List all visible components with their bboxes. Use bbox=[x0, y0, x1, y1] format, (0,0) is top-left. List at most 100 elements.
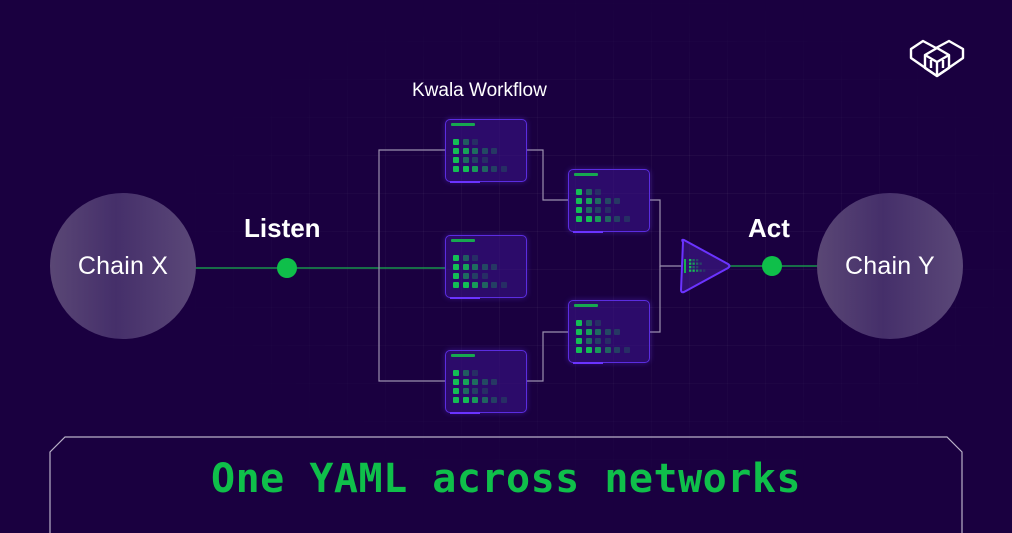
merge-cell bbox=[689, 269, 692, 272]
chain-x-node: Chain X bbox=[50, 193, 196, 339]
node-cell bbox=[576, 198, 582, 204]
node-cell bbox=[491, 282, 497, 288]
node-edge-accent bbox=[450, 181, 480, 183]
triangle-merge-icon bbox=[680, 238, 731, 294]
wire-node3-node5 bbox=[526, 331, 569, 382]
node-cell bbox=[614, 347, 620, 353]
workflow-title: Kwala Workflow bbox=[412, 80, 547, 101]
node-cell bbox=[462, 148, 469, 154]
workflow-node bbox=[445, 350, 527, 414]
node-header-bar bbox=[574, 304, 598, 307]
node-cell bbox=[614, 198, 620, 204]
node-cell bbox=[585, 338, 592, 344]
node-cell bbox=[491, 166, 497, 172]
wire-fanout bbox=[378, 149, 446, 382]
listen-dot bbox=[277, 258, 297, 278]
node-cell bbox=[623, 347, 630, 353]
act-dot bbox=[762, 256, 782, 276]
node-cell bbox=[576, 329, 582, 335]
merge-cell bbox=[692, 269, 695, 272]
chain-y-label: Chain Y bbox=[845, 251, 935, 280]
node-cell bbox=[595, 216, 601, 222]
merge-cell bbox=[699, 269, 702, 272]
workflow-node bbox=[445, 235, 527, 299]
node-cell bbox=[481, 388, 488, 394]
node-cell bbox=[595, 347, 601, 353]
node-cell bbox=[585, 198, 592, 204]
chain-x-label: Chain X bbox=[77, 251, 169, 280]
node-cell bbox=[604, 329, 611, 335]
node-header-bar bbox=[451, 354, 475, 357]
node-cell bbox=[604, 198, 611, 204]
node-cell bbox=[595, 189, 601, 195]
node-cell bbox=[576, 189, 582, 195]
chain-y-node: Chain Y bbox=[817, 193, 963, 339]
node-cell bbox=[472, 273, 478, 279]
act-label: Act bbox=[748, 213, 790, 243]
node-cell bbox=[481, 273, 488, 279]
merge-cell bbox=[689, 262, 692, 265]
node-cell bbox=[453, 255, 459, 261]
node-cell bbox=[462, 139, 469, 145]
node-cell bbox=[595, 338, 601, 344]
merge-cell bbox=[696, 259, 699, 262]
node-cell bbox=[585, 207, 592, 213]
node-cell bbox=[453, 157, 459, 163]
wire-node5-merge bbox=[650, 266, 661, 333]
node-cell bbox=[614, 329, 620, 335]
node-cell bbox=[500, 282, 507, 288]
node-cell bbox=[462, 273, 469, 279]
node-cell bbox=[481, 148, 488, 154]
workflow-node bbox=[568, 300, 650, 364]
node-cell bbox=[472, 379, 478, 385]
merge-cell bbox=[692, 262, 695, 265]
node-cell bbox=[472, 388, 478, 394]
node-cell bbox=[576, 216, 582, 222]
node-cell bbox=[604, 347, 611, 353]
node-cell bbox=[481, 282, 488, 288]
node-cell bbox=[500, 166, 507, 172]
node-cell bbox=[453, 148, 459, 154]
node-cell bbox=[472, 157, 478, 163]
node-cell bbox=[481, 397, 488, 403]
node-cell bbox=[585, 329, 592, 335]
node-cell bbox=[453, 282, 459, 288]
node-cell bbox=[604, 207, 611, 213]
node-cell bbox=[472, 397, 478, 403]
wire-node4-merge bbox=[650, 199, 681, 267]
node-cell bbox=[462, 166, 469, 172]
merge-cell bbox=[689, 266, 692, 269]
node-cell bbox=[462, 379, 469, 385]
node-cell bbox=[481, 157, 488, 163]
node-edge-accent bbox=[450, 412, 480, 414]
node-cell bbox=[576, 347, 582, 353]
node-cell bbox=[491, 379, 497, 385]
node-edge-accent bbox=[450, 297, 480, 299]
node-header-bar bbox=[451, 123, 475, 126]
node-cell bbox=[576, 338, 582, 344]
node-cell bbox=[472, 166, 478, 172]
merge-cell bbox=[703, 269, 706, 272]
node-cell bbox=[453, 370, 459, 376]
node-cell bbox=[595, 329, 601, 335]
node-cell bbox=[481, 264, 488, 270]
node-cell bbox=[614, 216, 620, 222]
cube-heart-logo-icon bbox=[909, 39, 965, 78]
node-cell bbox=[491, 264, 497, 270]
node-cell bbox=[585, 347, 592, 353]
node-cell bbox=[491, 148, 497, 154]
node-cell bbox=[491, 397, 497, 403]
node-header-bar bbox=[451, 239, 475, 242]
merge-cells bbox=[684, 259, 706, 273]
node-cell bbox=[462, 370, 469, 376]
node-cell bbox=[481, 379, 488, 385]
merge-cell bbox=[689, 259, 692, 262]
node-edge-accent bbox=[573, 231, 603, 233]
listen-label: Listen bbox=[244, 213, 321, 243]
node-cell bbox=[576, 207, 582, 213]
workflow-node bbox=[445, 119, 527, 183]
node-cell bbox=[453, 397, 459, 403]
node-cell bbox=[462, 388, 469, 394]
node-cell bbox=[623, 216, 630, 222]
